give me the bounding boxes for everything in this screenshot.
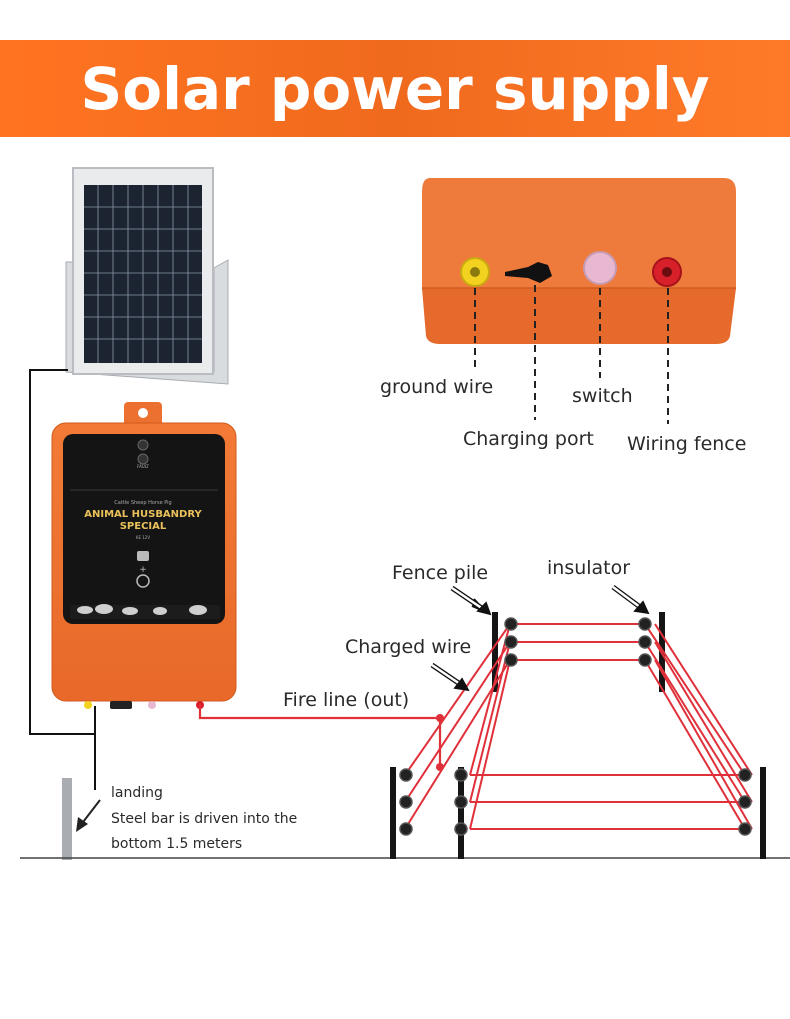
landing-label: landing: [111, 785, 163, 801]
insulator-label: insulator: [547, 557, 631, 579]
fence-wires: [404, 623, 753, 830]
charging-port-label: Charging port: [463, 428, 594, 450]
fence-pile-label: Fence pile: [392, 562, 489, 584]
device-voltage: 6E 12V: [136, 535, 150, 540]
steel-bar-line2: bottom 1.5 meters: [111, 836, 243, 852]
ground-rod: [62, 778, 72, 860]
device-name-line2: SPECIAL: [120, 521, 167, 532]
fire-line-label: Fire line (out): [283, 689, 410, 711]
wiring-fence-label: Wiring fence: [627, 433, 747, 455]
charged-wire-label: Charged wire: [345, 636, 472, 658]
page-title: Solar power supply: [80, 54, 710, 123]
switch-label: switch: [572, 385, 633, 407]
pointer-arrows: [430, 584, 650, 692]
fire-line-wire: [198, 705, 442, 767]
charging-port-icon: [505, 262, 552, 283]
fence-energizer: [51, 402, 237, 709]
plus-icon: +: [139, 565, 147, 575]
animal-silhouettes: [70, 604, 220, 619]
landing-arrow: [76, 799, 101, 832]
device-zoom: [422, 178, 736, 344]
title-banner: Solar power supply: [0, 40, 790, 137]
ground-wire-label: ground wire: [380, 376, 494, 398]
steel-bar-line1: Steel bar is driven into the: [111, 811, 298, 827]
device-name-line1: ANIMAL HUSBANDRY: [84, 509, 202, 520]
fault-label: FAULT: [137, 464, 149, 469]
device-brand-line: Cattle Sheep Horse Pig: [114, 500, 171, 506]
solar-panel: [65, 167, 229, 385]
power-icon: [136, 574, 150, 588]
port-leaders: [474, 285, 669, 424]
insulators: [399, 617, 752, 836]
battery-icon: [137, 551, 149, 561]
switch-button-icon: [583, 251, 617, 285]
